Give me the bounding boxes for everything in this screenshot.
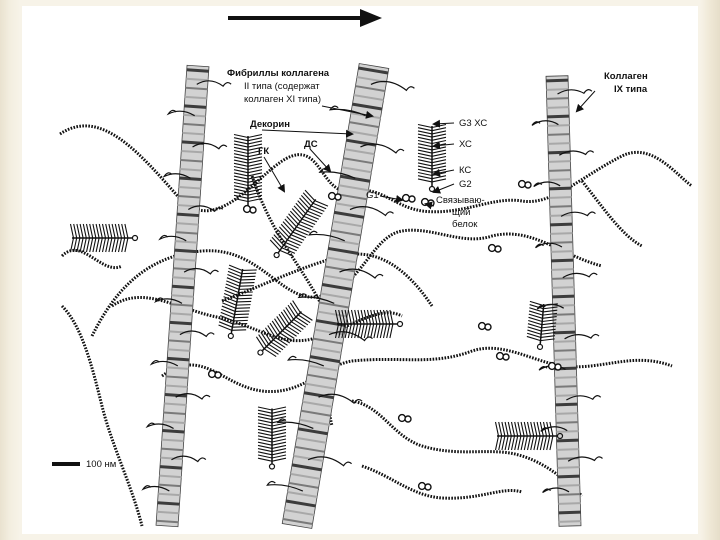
label-xc: ХС [459,139,472,150]
scale-bar-line [52,462,80,466]
chain-10 [60,304,144,527]
label-fibrils-2: II типа (содержат [244,81,320,92]
g1-knot-3 [477,321,492,331]
label-gk: ГК [258,146,269,157]
leader-line-5 [432,119,455,128]
leader-line-10 [424,201,435,210]
leader-line-7 [432,168,455,177]
g1-knot-4 [495,351,510,361]
chain-3 [161,346,673,394]
label-link-2: щий [452,207,470,218]
g1-knot-6 [417,481,432,491]
scale-bar: 100 нм [52,459,116,470]
link-protein-knots [207,179,562,491]
aggrecan-9 [494,421,564,451]
aggrecan-6 [334,309,404,339]
collagen-fibril-2 [531,75,603,527]
aggrecan-4 [218,264,257,340]
leader-line-2 [261,129,354,138]
label-collagen9-1: Коллаген [604,71,648,82]
g1-knot-8 [207,369,222,379]
label-g3xc: G3 ХС [459,118,487,129]
g1-knot-7 [397,413,412,423]
leader-line-6 [432,141,455,150]
chain-8 [60,248,123,270]
diagram-canvas: Фибриллы коллагена II типа (содержат кол… [52,9,693,529]
label-g1: G1 [366,190,379,201]
g1-knot-0 [401,193,416,203]
label-link-3: белок [452,219,478,230]
label-link-1: Связываю- [436,195,485,206]
aggrecan-8 [257,406,287,470]
leader-line-3 [263,156,286,193]
label-fibrils-1: Фибриллы коллагена [227,68,330,79]
g1-knot-2 [487,243,502,253]
chain-7 [361,464,523,500]
label-kc: КС [459,165,471,176]
aggrecan-0 [233,133,263,213]
aggrecan-5 [255,300,313,358]
aggrecan-2 [69,223,139,253]
leader-lines [261,90,596,210]
leader-line-4 [309,148,332,173]
g1-knot-11 [517,179,532,189]
collagen-fibrils [141,63,603,529]
aggrecan-1 [417,123,447,193]
label-fibrils-3: коллаген XI типа) [244,94,321,105]
g1-knot-5 [547,361,562,371]
chain-9 [580,180,643,248]
leader-line-8 [432,183,455,194]
label-collagen9-2: IX типа [614,84,648,95]
leader-line-0 [321,105,374,119]
leader-line-9 [379,194,404,203]
leader-line-1 [575,90,596,113]
aggrecan-3 [269,189,329,259]
scale-bar-label: 100 нм [86,459,116,470]
label-g2: G2 [459,179,472,190]
g1-knot-10 [327,191,342,201]
collagen-fibril-0 [141,64,232,528]
g1-knot-9 [242,204,257,214]
collagen-fibril-1 [266,63,415,529]
cartilage-matrix-figure: Фибриллы коллагена II типа (содержат кол… [22,6,698,534]
label-decorin: Декорин [250,119,290,130]
label-ds: ДС [304,139,318,150]
aggrecan-7 [526,300,558,351]
direction-arrow [228,9,382,27]
